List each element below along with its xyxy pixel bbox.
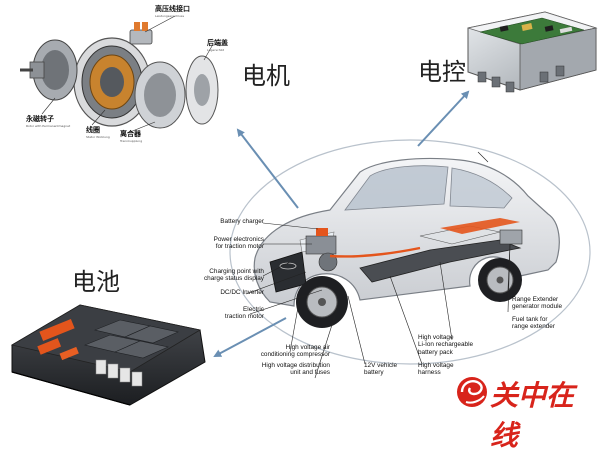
motor-part-clutch-label: 离合器 Trennkupplung (120, 129, 142, 143)
callout-battery-charger: Battery charger (220, 218, 264, 225)
motor-exploded-illustration (20, 15, 219, 133)
callout-power-electronics: Power electronics for traction motor (213, 236, 264, 251)
callout-fuel-tank: Fuel tank for range extender (512, 316, 555, 331)
callout-leader-lines (245, 151, 511, 379)
front-wheel (296, 276, 348, 328)
watermark-text: 关中在线 (490, 379, 575, 452)
arrow-to-motor (236, 128, 299, 209)
callout-hv-distribution-unit: High voltage distribution unit and fuses (261, 362, 330, 377)
watermark-logo-mark (457, 377, 487, 407)
callout-12v-battery: 12V vehicle battery (364, 362, 398, 377)
arrow-to-controller (417, 90, 470, 147)
motor-part-rear-cover-sub: Lagerschild (207, 48, 225, 52)
motor-part-hv-connector-sub: Leistungsanschluss (155, 14, 185, 18)
motor-part-rear-cover-text: 后端盖 (207, 39, 228, 47)
motor-part-coil-label: 线圈 Stator Wicklung (86, 125, 110, 139)
callout-electric-traction-motor: Electric traction motor (224, 306, 264, 321)
controller-illustration (467, 11, 598, 93)
motor-part-rear-cover-label: 后端盖 Lagerschild (207, 38, 228, 52)
diagram-canvas (10, 11, 598, 407)
connector-arrows (213, 90, 470, 357)
callout-li-ion-battery-pack: High voltage Li-Ion rechargeable battery… (418, 334, 474, 356)
callout-dcdc-inverter: DC/DC Inverter (220, 289, 264, 296)
callout-hv-harness: High voltage harness (418, 362, 454, 377)
motor-label: 电机 (242, 62, 290, 90)
motor-part-hv-connector-text: 高压线接口 (155, 5, 190, 13)
callout-charging-point: Charging point with charge status displa… (203, 268, 264, 283)
motor-part-pm-rotor-text: 永磁转子 (26, 115, 54, 123)
motor-part-pm-rotor-sub: Rotor with Permanentmagnet (26, 124, 71, 128)
arrow-to-battery (213, 317, 287, 357)
motor-part-coil-text: 线圈 (86, 126, 100, 134)
motor-part-clutch-text: 离合器 (120, 130, 141, 138)
callout-range-extender: Range Extender generator module (512, 296, 563, 311)
motor-part-coil-sub: Stator Wicklung (86, 135, 110, 139)
battery-pack-illustration (10, 304, 206, 406)
motor-part-clutch-sub: Trennkupplung (120, 139, 143, 143)
controller-label: 电控 (418, 58, 466, 86)
car-highlight-ellipse (229, 139, 591, 365)
motor-part-hv-connector-label: 高压线接口 Leistungsanschluss (155, 4, 190, 18)
motor-part-pm-rotor-label: 永磁转子 Rotor with Permanentmagnet (26, 114, 70, 128)
callout-hv-ac-compressor: High voltage air conditioning compressor (260, 344, 330, 359)
rear-wheel (478, 258, 522, 302)
battery-label: 电池 (72, 268, 120, 296)
